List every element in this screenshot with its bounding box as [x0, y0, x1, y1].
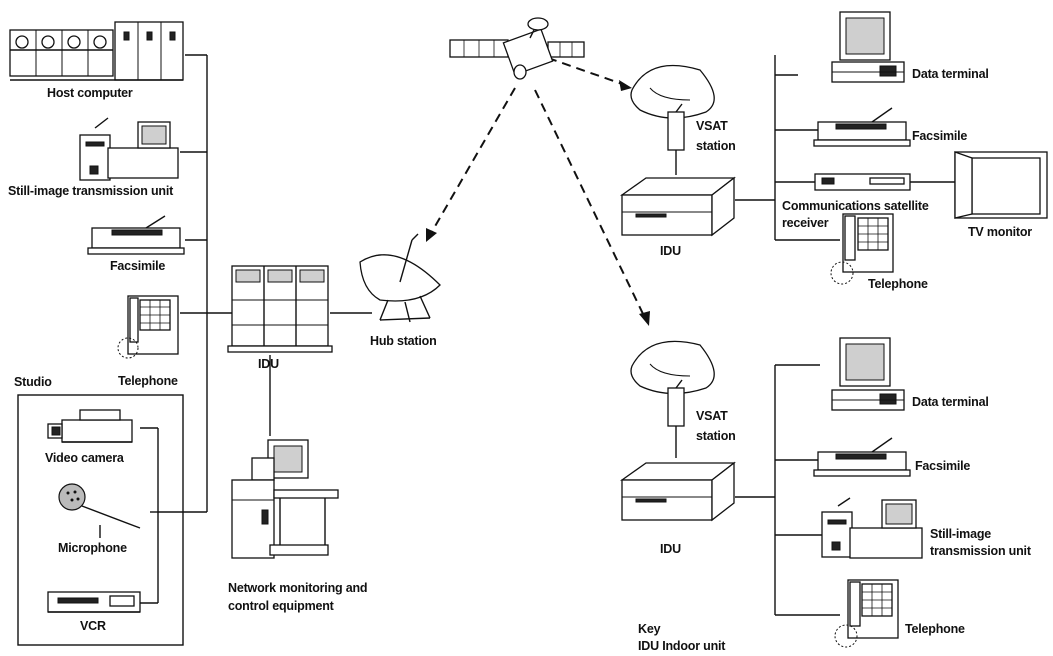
tv-monitor-label: TV monitor — [968, 225, 1032, 239]
hub-station-icon — [359, 233, 441, 323]
still-image-bottom-label-2: transmission unit — [930, 544, 1032, 558]
still-image-unit-bottom-icon — [821, 497, 923, 559]
telephone-left-icon — [117, 295, 179, 359]
microphone-icon — [58, 483, 141, 538]
telephone-left-label: Telephone — [118, 374, 178, 388]
facsimile-top-label: Facsimile — [912, 129, 967, 143]
vcr-label: VCR — [80, 619, 106, 633]
satellite-icon — [449, 17, 585, 80]
host-computer-label: Host computer — [47, 86, 133, 100]
facsimile-bottom-icon — [813, 437, 911, 477]
satellite-links — [426, 57, 650, 326]
idu-top-icon — [619, 176, 736, 237]
network-monitoring-icon — [231, 439, 339, 559]
cs-receiver-icon — [814, 173, 911, 191]
network-monitoring-label-1: Network monitoring and — [228, 581, 367, 595]
idu-center-icon — [227, 265, 333, 353]
vcr-icon — [47, 591, 141, 613]
facsimile-top-icon — [813, 107, 911, 147]
telephone-bottom-icon — [834, 579, 899, 648]
microphone-label: Microphone — [58, 541, 127, 555]
idu-bottom-icon — [619, 461, 736, 522]
vsat-bottom-label-2: station — [696, 429, 736, 443]
idu-bottom-label: IDU — [660, 542, 681, 556]
idu-center-label: IDU — [258, 357, 279, 371]
telephone-bottom-label: Telephone — [905, 622, 965, 636]
cs-receiver-label-2: receiver — [782, 216, 829, 230]
facsimile-bottom-label: Facsimile — [915, 459, 970, 473]
vsat-top-icon — [630, 64, 715, 151]
video-camera-icon — [47, 409, 133, 443]
vsat-bottom-label-1: VSAT — [696, 409, 728, 423]
vsat-top-label-2: station — [696, 139, 736, 153]
tv-monitor-icon — [954, 151, 1048, 219]
studio-label: Studio — [14, 375, 52, 389]
telephone-top-label: Telephone — [868, 277, 928, 291]
key-idu-definition: IDU Indoor unit — [638, 639, 726, 653]
hub-station-label: Hub station — [370, 334, 437, 348]
data-terminal-top-icon — [831, 11, 905, 83]
still-image-unit-left-icon — [79, 117, 179, 181]
still-image-bottom-label-1: Still-image — [930, 527, 991, 541]
telephone-top-icon — [830, 213, 894, 285]
data-terminal-top-label: Data terminal — [912, 67, 989, 81]
cs-receiver-label-1: Communications satellite — [782, 199, 929, 213]
vsat-top-label-1: VSAT — [696, 119, 728, 133]
connection-lines — [140, 54, 955, 616]
host-computer-icon — [9, 21, 184, 81]
facsimile-left-label: Facsimile — [110, 259, 165, 273]
vsat-bottom-icon — [630, 340, 715, 427]
still-image-left-label: Still-image transmission unit — [8, 184, 174, 198]
network-monitoring-label-2: control equipment — [228, 599, 335, 613]
data-terminal-bottom-icon — [831, 337, 905, 411]
video-camera-label: Video camera — [45, 451, 125, 465]
studio-box — [17, 394, 184, 646]
key-title: Key — [638, 622, 661, 636]
data-terminal-bottom-label: Data terminal — [912, 395, 989, 409]
facsimile-left-icon — [87, 215, 185, 255]
idu-top-label: IDU — [660, 244, 681, 258]
